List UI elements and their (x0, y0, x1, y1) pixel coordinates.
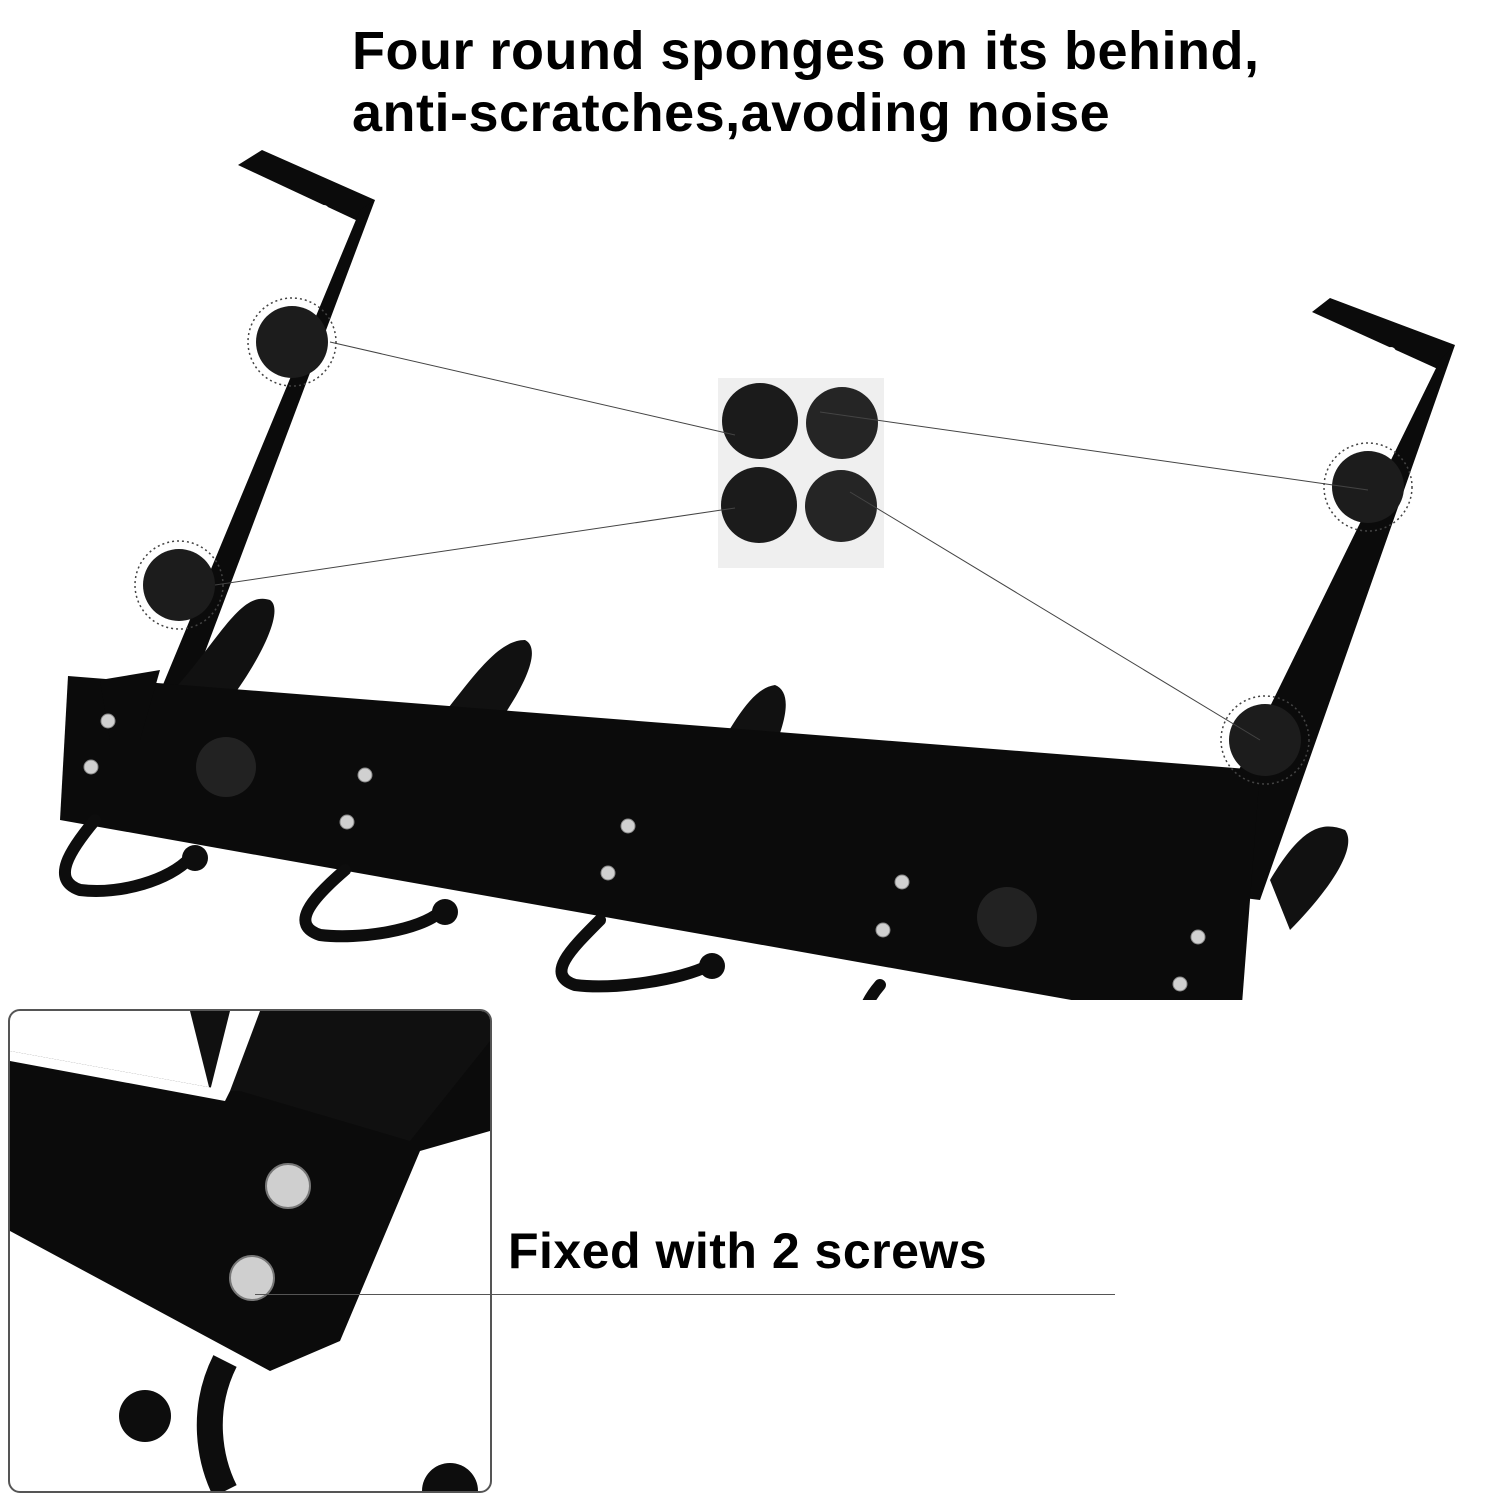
caption-pointer-line (255, 1294, 1115, 1295)
screws (83, 713, 1206, 992)
hook-ball-tips (182, 845, 725, 979)
pointer-lines (214, 341, 1369, 741)
screw-detail-inset (8, 1009, 492, 1493)
inset-caption: Fixed with 2 screws (508, 1223, 988, 1279)
hook-rack-illustration (58, 150, 1455, 1000)
headline-line-1: Four round sponges on its behind, (352, 21, 1260, 81)
sponge-sheet (718, 378, 884, 568)
bracket-sponge-pads (134, 297, 1413, 785)
lower-hooks (58, 814, 886, 1000)
headline-line-2: anti-scratches,avoding noise (352, 83, 1111, 143)
main-bar (60, 670, 1260, 1000)
bar-sponge-pads (196, 737, 1037, 947)
screw-detail-illustration (10, 1011, 490, 1491)
headline: Four round sponges on its behind, anti-s… (352, 20, 1452, 144)
